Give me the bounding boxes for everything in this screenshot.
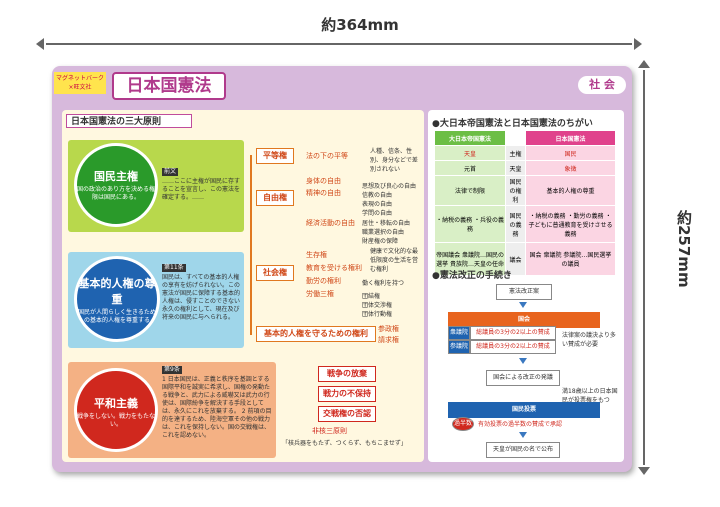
- compare-cell: 法律で制限: [433, 175, 507, 206]
- leaf-social-education: 教育を受ける権利: [306, 264, 362, 272]
- compare-cell: 国民: [524, 145, 617, 161]
- subject-badge: 社 会: [578, 76, 626, 94]
- quote-text: ……ここに主権が国民に存することを宣言し、この憲法を確定する。……: [162, 178, 241, 201]
- peace-deny-belligerency: 交戦権の否認: [318, 406, 376, 422]
- hikaku-text: 「核兵器をもたず、つくらず、もちこませず」: [282, 440, 407, 447]
- freedom-detail-1: 信教の自由: [362, 192, 393, 199]
- compare-cell: ・納税の義務 ・兵役の義務: [433, 205, 507, 243]
- freedom-detail-3: 学問の自由: [362, 210, 393, 217]
- freedom-detail-5: 職業選択の自由: [362, 229, 405, 236]
- compare-cell: 天皇: [433, 145, 507, 161]
- flow-arrow: [519, 358, 527, 364]
- flow-arrow: [519, 302, 527, 308]
- principle-sovereignty-name: 国民主権: [94, 170, 138, 183]
- freedom-detail-0: 思想及び良心の自由: [362, 183, 417, 190]
- quote-tag: 第9条: [162, 366, 182, 374]
- leaf-social-labor: 労働三権: [306, 290, 334, 298]
- compare-heading: ●大日本帝国憲法と日本国憲法のちがい: [432, 119, 593, 129]
- right-social: 社会権: [256, 265, 294, 281]
- leaf-petition: 請求権: [378, 336, 399, 344]
- principle-rights-quote-block: 第11条 国民は、すべての基本的人権の享有を妨げられない。この憲法が国民に保障す…: [162, 264, 240, 322]
- majority-badge: 過半数: [452, 417, 474, 431]
- compare-cell: 天皇: [505, 160, 526, 176]
- leaf-suffrage: 参政権: [378, 325, 399, 333]
- right-protect: 基本的人権を守るための権利: [256, 326, 376, 342]
- width-arrow: [36, 38, 642, 50]
- compare-header-old: 大日本帝国憲法: [433, 130, 507, 146]
- principle-peace-desc: 戦争をしない。戦力をもたない。: [77, 413, 156, 428]
- peace-renounce-war: 戦争の放棄: [318, 366, 376, 382]
- principle-sovereignty-circle: 国民主権 国の政治のあり方を決める権限は国民にある。: [74, 143, 158, 227]
- compare-header-mid: [505, 130, 526, 146]
- quote-tag: 前文: [162, 168, 179, 176]
- compare-cell: 帝国議会 衆議院…国民の選挙 貴族院…天皇の任命: [433, 242, 507, 276]
- principle-rights-name: 基本的人権の尊重: [78, 277, 156, 306]
- quote-tag: 第11条: [162, 264, 186, 272]
- leaf-equality: 法の下の平等: [306, 152, 348, 160]
- leaf-equality-note: 人種、信条、性別、身分などで差別されない: [370, 148, 418, 173]
- compare-cell: 議会: [505, 242, 526, 276]
- amend-heading: ●憲法改正の手続き: [432, 271, 512, 281]
- amend-step-proposal: 憲法改正案: [496, 284, 552, 300]
- height-dimension-label: 約257mm: [675, 210, 693, 288]
- house-text-upper: 総議員の3分の2以上の賛成: [470, 340, 556, 354]
- amend-step-promulgation: 天皇が国民の名で公布: [486, 442, 560, 458]
- labor-detail-0: 働く権利を持つ: [362, 280, 405, 287]
- principle-rights-circle: 基本的人権の尊重 国民が人間らしく生きるための基本的人権を尊重する: [74, 256, 160, 342]
- compare-cell: 基本的人権の尊重: [524, 175, 617, 206]
- compare-cell: ・納税の義務 ・勤労の義務 ・子どもに普通教育を受けさせる義務: [524, 205, 617, 243]
- leaf-social-life: 生存権: [306, 251, 327, 259]
- leaf-freedom-economy: 経済活動の自由: [306, 219, 355, 227]
- amend-step-initiative: 国会による改正の発議: [486, 370, 560, 386]
- flow-arrow: [519, 432, 527, 438]
- labor-detail-3: 団体行動権: [362, 311, 393, 318]
- principle-sovereignty-desc: 国の政治のあり方を決める権限は国民にある。: [77, 186, 156, 201]
- house-label-upper: 参議院: [448, 340, 470, 354]
- right-equality: 平等権: [256, 148, 294, 164]
- compare-cell: 国民の権利: [505, 175, 526, 206]
- hikaku-label: 非核三原則: [312, 427, 347, 435]
- note-more-votes: 法律案の議決より多い賛成が必要: [562, 332, 616, 348]
- amend-step-referendum: 国民投票: [448, 402, 600, 418]
- height-arrow: [638, 60, 650, 475]
- compare-header-new: 日本国憲法: [524, 130, 617, 146]
- principle-sovereignty-quote-block: 前文 ……ここに主権が国民に存することを宣言し、この憲法を確定する。……: [162, 168, 240, 202]
- quote-text: 1 日本国民は、正義と秩序を基調とする国際平和を誠実に希求し、国権の発動たる戦争…: [162, 376, 272, 439]
- poster-title: 日本国憲法: [112, 72, 226, 100]
- compare-cell: 象徴: [524, 160, 617, 176]
- freedom-detail-4: 居住・移転の自由: [362, 220, 411, 227]
- note-voting-age: 満18歳以上の日本国民が投票権をもつ: [562, 388, 618, 404]
- principle-peace-quote-block: 第9条 1 日本国民は、正義と秩序を基調とする国際平和を誠実に希求し、国権の発動…: [162, 366, 272, 440]
- principle-peace-circle: 平和主義 戦争をしない。戦力をもたない。: [74, 368, 158, 452]
- house-text-lower: 総議員の3分の2以上の賛成: [470, 326, 556, 340]
- leaf-freedom-mind: 精神の自由: [306, 189, 341, 197]
- social-note: 健康で文化的な最低限度の生活を営む権利: [370, 248, 419, 273]
- right-freedom: 自由権: [256, 190, 294, 206]
- peace-no-military: 戦力の不保持: [318, 386, 376, 402]
- freedom-detail-6: 財産権の保障: [362, 238, 399, 245]
- compare-cell: 国会 衆議院 参議院…国民選挙の議員: [524, 242, 617, 276]
- principle-rights-desc: 国民が人間らしく生きるための基本的人権を尊重する: [78, 309, 156, 324]
- leaf-social-work: 勤労の権利: [306, 277, 341, 285]
- compare-table: 大日本帝国憲法 日本国憲法 天皇 主権 国民 元首 天皇 象徴 法律で制限 国民…: [433, 130, 617, 276]
- publisher-logo: マグネットバーク ×旺文社: [54, 72, 106, 94]
- house-label-lower: 衆議院: [448, 326, 470, 340]
- principles-heading: 日本国憲法の三大原則: [66, 114, 192, 128]
- leaf-freedom-body: 身体の自由: [306, 177, 341, 185]
- freedom-detail-2: 表現の自由: [362, 201, 393, 208]
- width-dimension-label: 約364mm: [321, 16, 399, 34]
- rights-tree-trunk: [250, 155, 252, 335]
- labor-detail-2: 団体交渉権: [362, 302, 393, 309]
- quote-text: 国民は、すべての基本的人権の享有を妨げられない。この憲法が国民に保障する基本的人…: [162, 274, 241, 321]
- principle-peace-name: 平和主義: [94, 397, 138, 410]
- compare-cell: 国民の義務: [505, 205, 526, 243]
- compare-cell: 元首: [433, 160, 507, 176]
- referendum-note: 有効投票の過半数の賛成で承認: [478, 421, 563, 428]
- compare-cell: 主権: [505, 145, 526, 161]
- labor-detail-1: 団結権: [362, 293, 381, 300]
